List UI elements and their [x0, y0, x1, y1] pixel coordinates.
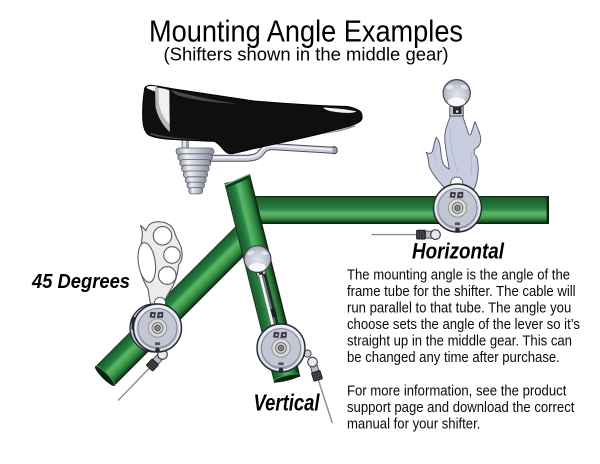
svg-text:run parallel to that tube. Th: run parallel to that tube. The angle you	[347, 299, 571, 316]
svg-text:45 Degrees: 45 Degrees	[31, 271, 130, 293]
svg-text:manual for your shifter.: manual for your shifter.	[347, 415, 480, 432]
svg-text:frame tube for the shifter. T: frame tube for the shifter. The cable wi…	[347, 282, 576, 299]
svg-text:For more information, see the: For more information, see the product	[347, 382, 566, 399]
svg-text:support page and download the: support page and download the correct	[347, 398, 574, 415]
svg-text:Vertical: Vertical	[254, 390, 320, 416]
svg-text:Mounting Angle Examples: Mounting Angle Examples	[149, 14, 463, 49]
svg-text:The mounting angle is the angl: The mounting angle is the angle of the	[347, 266, 570, 283]
svg-text:Horizontal: Horizontal	[412, 239, 505, 264]
svg-text:(Shifters shown in the middle: (Shifters shown in the middle gear)	[164, 44, 449, 65]
svg-text:choose sets the angle of the l: choose sets the angle of the lever so it…	[347, 315, 580, 332]
svg-text:be changed any time after purc: be changed any time after purchase.	[347, 348, 560, 365]
svg-text:straight up in the middle gear: straight up in the middle gear. This can	[347, 332, 572, 349]
